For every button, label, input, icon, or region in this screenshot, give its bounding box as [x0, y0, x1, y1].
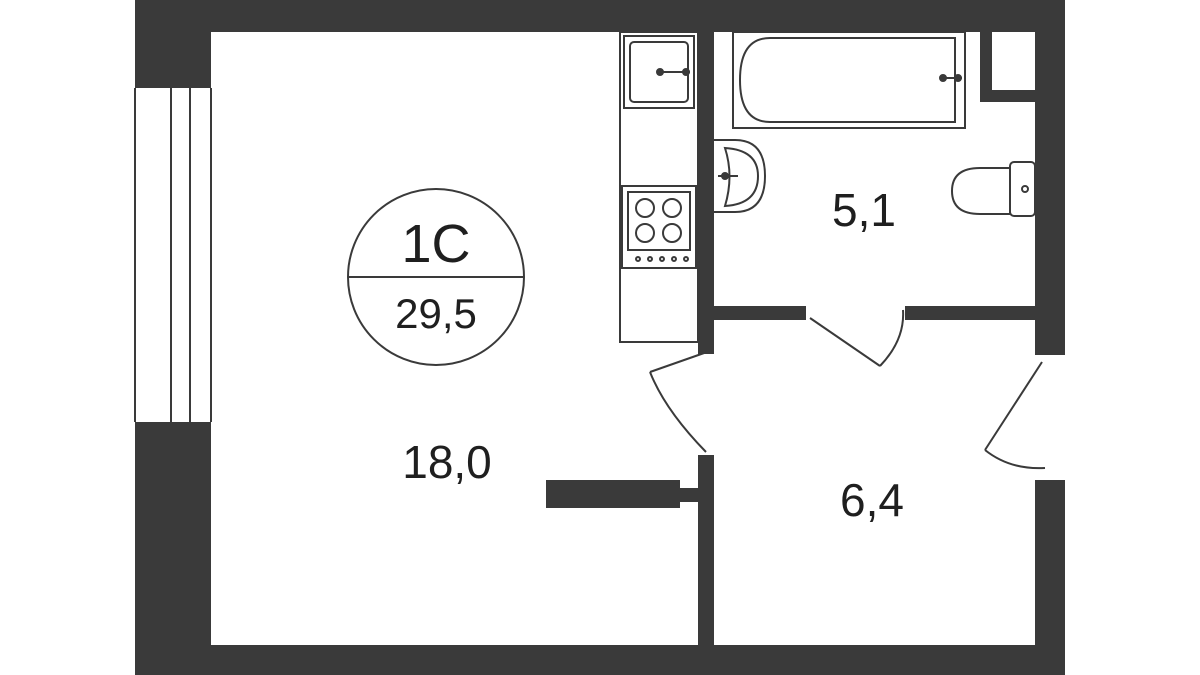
door-entrance — [984, 361, 1046, 470]
door-living-room — [649, 351, 708, 453]
sink-icon — [623, 35, 695, 109]
toilet-icon — [950, 161, 1036, 217]
window — [134, 88, 212, 422]
door-bathroom — [809, 309, 905, 367]
bathroom-area: 5,1 — [832, 184, 896, 236]
living-room-area: 18,0 — [402, 436, 492, 488]
doors — [649, 309, 1046, 470]
hallway-area: 6,4 — [840, 474, 904, 526]
washbasin-icon — [714, 139, 767, 213]
bathtub-icon — [732, 31, 966, 129]
walls — [135, 0, 1065, 675]
apartment-type: 1С — [401, 214, 470, 274]
apartment-badge: 1С 29,5 — [347, 188, 525, 366]
stove-icon — [621, 185, 697, 269]
apartment-total-area: 29,5 — [395, 290, 477, 337]
